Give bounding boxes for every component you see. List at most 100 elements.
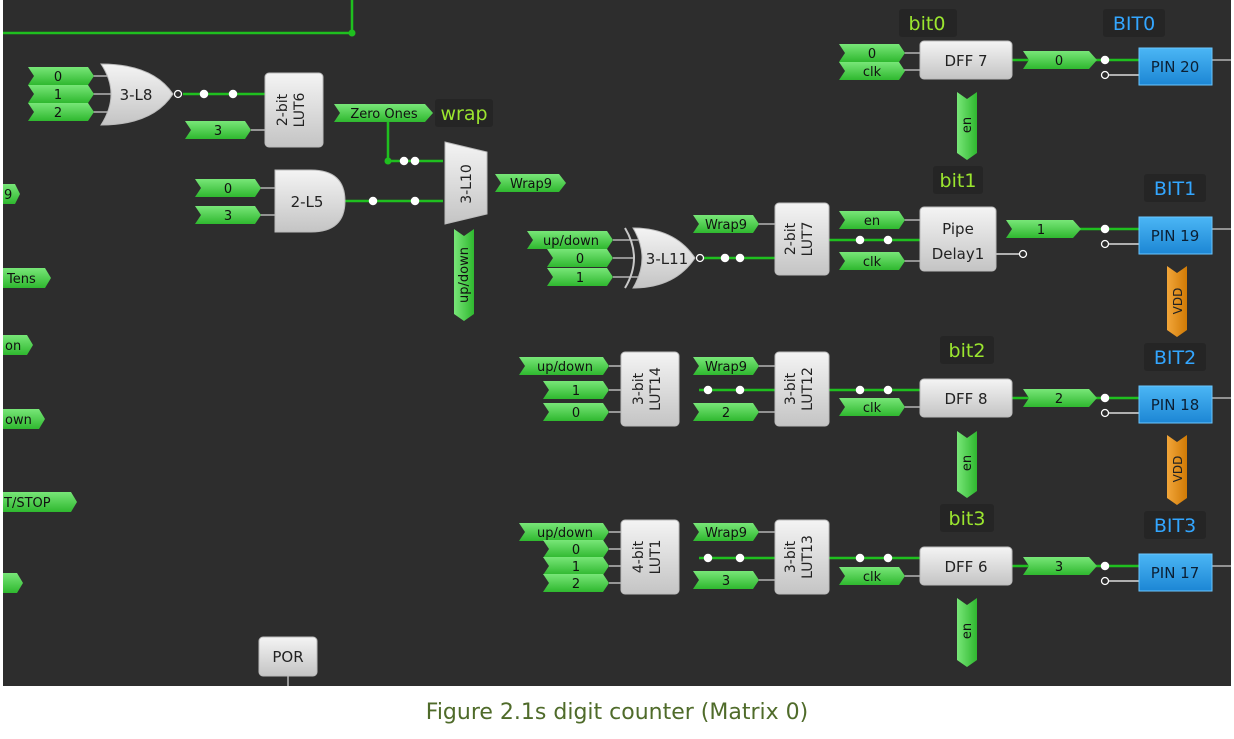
svg-text:Tens: Tens	[6, 272, 36, 287]
tag-lut6-in[interactable]: 3	[185, 121, 251, 139]
tag-lut1-in0[interactable]: 0	[543, 540, 609, 558]
svg-text:DFF 8: DFF 8	[944, 390, 987, 408]
lut14-block[interactable]: 3-bit LUT14	[620, 351, 680, 427]
svg-text:up/down: up/down	[537, 360, 593, 375]
pin-17[interactable]: PIN 17	[1138, 553, 1213, 592]
tag-l8-in0[interactable]: 0	[28, 67, 94, 85]
label-bit0: bit0	[899, 9, 957, 37]
svg-text:en: en	[864, 214, 880, 229]
tag-lut12-in[interactable]: 2	[693, 403, 759, 421]
left-tag-on[interactable]: on	[3, 335, 33, 355]
svg-text:DFF 6: DFF 6	[944, 558, 987, 576]
schematic-canvas[interactable]: 9 Tens on own T/STOP 0 1	[3, 0, 1231, 686]
tag-l11-in0[interactable]: 0	[547, 249, 613, 267]
svg-text:PIN 19: PIN 19	[1151, 227, 1200, 245]
gate-3-l8[interactable]: 3-L8	[100, 63, 183, 126]
tag-lut7-wrap[interactable]: Wrap9	[693, 215, 759, 233]
tag-dff6-clk[interactable]: clk	[839, 567, 905, 585]
pipe-delay-block[interactable]: Pipe Delay1	[919, 206, 997, 272]
tag-lut13-wrap[interactable]: Wrap9	[693, 523, 759, 541]
left-tag-blank[interactable]	[3, 573, 23, 593]
pin-20[interactable]: PIN 20	[1138, 47, 1213, 86]
tag-wrap9-out[interactable]: Wrap9	[495, 174, 566, 192]
por-block[interactable]: POR	[258, 636, 318, 677]
vdd-tag-1[interactable]: VDD	[1167, 266, 1187, 337]
svg-text:bit1: bit1	[940, 170, 977, 192]
mux-3-l10[interactable]: 3-L10	[444, 141, 488, 225]
svg-text:BIT2: BIT2	[1154, 347, 1196, 369]
tag-zero-ones[interactable]: Zero Ones	[334, 104, 433, 122]
svg-text:clk: clk	[863, 401, 882, 416]
dff8-block[interactable]: DFF 8	[919, 378, 1013, 418]
lut13-block[interactable]: 3-bit LUT13	[774, 519, 830, 595]
svg-text:up/down: up/down	[457, 247, 472, 303]
left-tag-own[interactable]: own	[3, 409, 45, 429]
pin-18[interactable]: PIN 18	[1138, 385, 1213, 424]
tag-l5-in0[interactable]: 0	[195, 179, 261, 197]
tag-pd-en[interactable]: en	[839, 211, 905, 229]
svg-text:Zero Ones: Zero Ones	[350, 107, 418, 122]
gate-2-l5[interactable]: 2-L5	[274, 169, 346, 233]
svg-text:Delay1: Delay1	[932, 245, 985, 263]
lut7-block[interactable]: 2-bit LUT7	[774, 202, 830, 276]
lut1-block[interactable]: 4-bit LUT1	[620, 519, 680, 595]
svg-text:bit3: bit3	[949, 508, 986, 530]
tag-l11-in1[interactable]: 1	[547, 268, 613, 286]
svg-text:3: 3	[214, 124, 222, 139]
tag-l5-in1[interactable]: 3	[195, 206, 261, 224]
tag-dff8-en[interactable]: en	[957, 431, 977, 498]
svg-text:1: 1	[572, 384, 580, 399]
svg-text:2: 2	[54, 106, 62, 121]
svg-text:BIT1: BIT1	[1154, 178, 1196, 200]
tag-updown-vertical[interactable]: up/down	[454, 229, 474, 321]
svg-text:Pipe: Pipe	[942, 220, 974, 238]
svg-text:LUT12: LUT12	[800, 367, 816, 411]
tag-lut14-updown[interactable]: up/down	[519, 357, 609, 375]
tag-lut14-in1[interactable]: 1	[543, 381, 609, 399]
svg-text:0: 0	[1055, 54, 1063, 69]
tag-dff7-out[interactable]: 0	[1023, 51, 1097, 69]
lut12-block[interactable]: 3-bit LUT12	[774, 351, 830, 427]
svg-text:POR: POR	[272, 648, 303, 666]
tag-pd-clk[interactable]: clk	[839, 252, 905, 270]
svg-text:PIN 17: PIN 17	[1151, 564, 1200, 582]
svg-text:2: 2	[722, 406, 730, 421]
label-BIT1: BIT1	[1144, 174, 1206, 202]
tag-lut12-wrap[interactable]: Wrap9	[693, 357, 759, 375]
left-tag-stop[interactable]: T/STOP	[3, 492, 77, 512]
tag-lut14-in0[interactable]: 0	[543, 403, 609, 421]
lut6-block[interactable]: 2-bit LUT6	[264, 72, 324, 148]
dff7-block[interactable]: DFF 7	[919, 40, 1013, 80]
svg-text:0: 0	[572, 543, 580, 558]
svg-text:PIN 20: PIN 20	[1151, 58, 1200, 76]
tag-lut1-in1[interactable]: 1	[543, 557, 609, 575]
svg-text:BIT3: BIT3	[1154, 515, 1196, 537]
tag-dff7-clk[interactable]: clk	[839, 62, 905, 80]
pin-19[interactable]: PIN 19	[1138, 216, 1213, 255]
left-tag-9[interactable]: 9	[3, 184, 20, 204]
open-dots	[996, 70, 1139, 586]
left-tag-tens[interactable]: Tens	[3, 268, 51, 288]
tag-lut1-in2[interactable]: 2	[543, 574, 609, 592]
tag-dff6-en[interactable]: en	[957, 598, 977, 667]
label-BIT3: BIT3	[1144, 511, 1206, 539]
tag-l8-in2[interactable]: 2	[28, 103, 94, 121]
svg-text:4-bit: 4-bit	[631, 540, 647, 573]
tag-dff8-clk[interactable]: clk	[839, 398, 905, 416]
svg-text:0: 0	[54, 70, 62, 85]
tag-dff8-out[interactable]: 2	[1023, 389, 1097, 407]
dff6-block[interactable]: DFF 6	[919, 546, 1013, 586]
tag-dff7-en[interactable]: en	[957, 92, 977, 160]
tag-lut13-in[interactable]: 3	[693, 571, 759, 589]
svg-text:LUT7: LUT7	[800, 222, 816, 257]
tag-dff6-out[interactable]: 3	[1023, 557, 1097, 575]
tag-dff7-in0[interactable]: 0	[839, 44, 905, 62]
vdd-tag-2[interactable]: VDD	[1167, 435, 1187, 505]
gate-3-l11[interactable]: 3-L11	[624, 227, 705, 289]
svg-text:3: 3	[1055, 560, 1063, 575]
tag-l11-updown[interactable]: up/down	[527, 231, 613, 249]
tag-l8-in1[interactable]: 1	[28, 85, 94, 103]
svg-text:T/STOP: T/STOP	[3, 496, 51, 511]
tag-lut1-updown[interactable]: up/down	[519, 523, 609, 541]
tag-pd-out[interactable]: 1	[1006, 220, 1081, 238]
